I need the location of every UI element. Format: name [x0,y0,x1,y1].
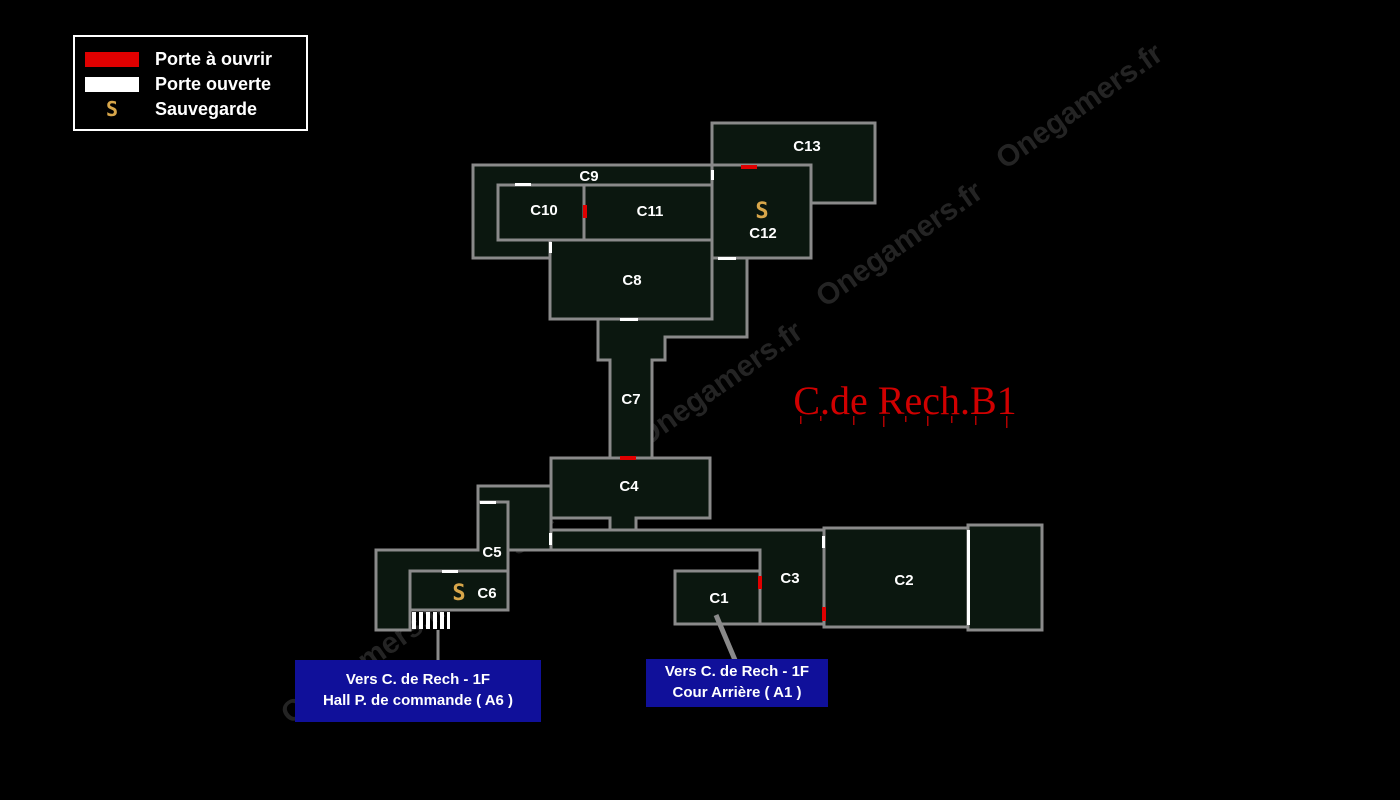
door-open[interactable] [711,170,714,180]
door-open[interactable] [718,257,736,260]
room-c2[interactable] [822,526,970,629]
door-open-swatch [85,76,139,92]
exit-a1-box[interactable]: Vers C. de Rech - 1F Cour Arrière ( A1 ) [646,659,828,707]
exit-a1-line2: Cour Arrière ( A1 ) [672,684,802,701]
door-closed[interactable] [583,205,587,218]
door-closed[interactable] [741,165,757,169]
door-open[interactable] [549,533,552,545]
room-label-c1: C1 [709,590,728,607]
room-label-c8: C8 [622,272,641,289]
room-labels: C13 C9 C10 C11 C12 C8 C7 C4 C5 C6 C3 C1 … [477,138,913,607]
legend-row-save: S Sauvegarde [85,97,258,121]
room-label-c12: C12 [749,225,777,242]
room-c6[interactable] [408,569,510,612]
room-label-c3: C3 [780,570,799,587]
map-title: C.de Rech.B1 [793,378,1016,423]
blood-drip-decoration [800,416,1008,428]
door-open[interactable] [442,570,458,573]
watermark: Onegamers.fr [990,37,1169,176]
exit-a6-box[interactable]: Vers C. de Rech - 1F Hall P. de commande… [295,660,541,722]
door-open[interactable] [967,530,970,625]
room-label-c4: C4 [619,478,639,495]
legend-door-open-label: Porte ouverte [155,73,272,94]
room-label-c5: C5 [482,544,501,561]
room-c2-annex[interactable] [966,523,1044,632]
exit-a6-line2: Hall P. de commande ( A6 ) [322,692,514,709]
stairs-to-a6[interactable] [412,612,450,629]
save-point-icon[interactable]: S [452,581,465,606]
door-open[interactable] [620,318,638,321]
exit-a1-line1: Vers C. de Rech - 1F [664,663,810,680]
room-label-c2: C2 [894,572,913,589]
door-closed[interactable] [822,607,826,621]
legend-row-door-open: Porte ouverte [85,73,271,95]
door-closed[interactable] [620,456,636,460]
door-open[interactable] [549,242,552,253]
door-closed-swatch [85,51,139,67]
room-label-c7: C7 [621,391,640,408]
exit-a6-line1: Vers C. de Rech - 1F [345,671,491,688]
room-label-c11: C11 [637,203,664,220]
legend-save-label: Sauvegarde [155,98,258,119]
door-open[interactable] [515,183,531,186]
room-label-c13: C13 [793,138,821,155]
legend-door-closed-label: Porte à ouvrir [155,48,273,69]
door-open[interactable] [822,536,825,548]
room-label-c6: C6 [477,585,496,602]
doors [442,165,970,625]
connector-line-a1 [713,614,738,661]
room-c10[interactable] [496,183,586,242]
room-label-c10: C10 [530,202,558,219]
legend: Porte à ouvrir Porte ouverte S Sauvegard… [73,35,308,131]
save-point-icon[interactable]: S [755,199,768,224]
room-label-c9: C9 [579,168,598,185]
save-icon: S [105,97,119,121]
door-open[interactable] [480,501,496,504]
door-closed[interactable] [758,576,762,589]
legend-row-door-closed: Porte à ouvrir [85,48,272,70]
